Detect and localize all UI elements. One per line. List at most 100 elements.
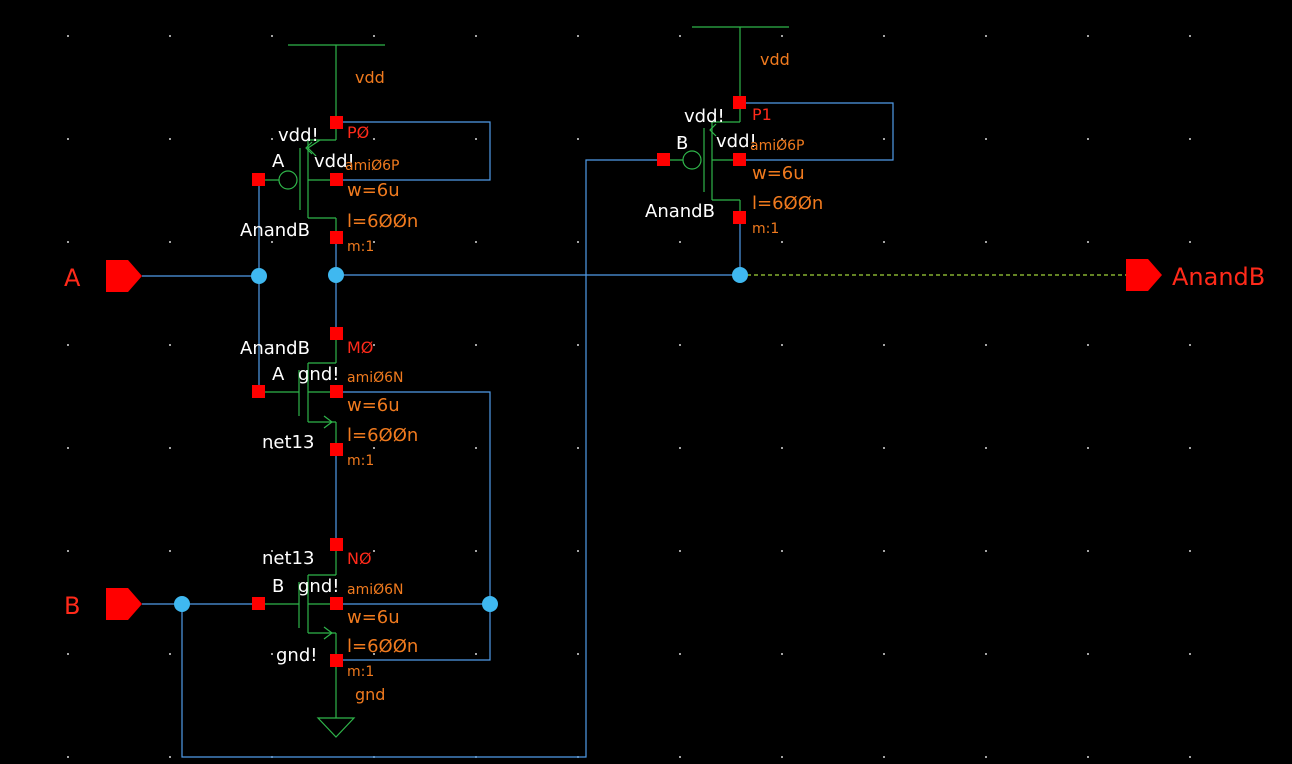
pin-m0-drain[interactable] bbox=[330, 327, 343, 340]
grid-dot bbox=[679, 344, 681, 346]
grid-dot bbox=[475, 653, 477, 655]
n0-source-net: gnd! bbox=[276, 645, 317, 666]
m0-gate-net: A bbox=[272, 364, 285, 385]
grid-dot bbox=[1189, 756, 1191, 758]
pin-p0-source[interactable] bbox=[330, 116, 343, 129]
p1-length: l=6ØØn bbox=[752, 193, 823, 214]
n0-drain-net: net13 bbox=[262, 548, 314, 569]
grid-dot bbox=[169, 344, 171, 346]
grid-dot bbox=[1189, 241, 1191, 243]
grid-dot bbox=[883, 344, 885, 346]
n0-gate-net: B bbox=[272, 576, 284, 597]
nmos-m0-labels: AnandB A gnd! net13 MØ amiØ6N w=6u l=6ØØ… bbox=[240, 338, 418, 469]
grid-dot bbox=[679, 241, 681, 243]
grid-dot bbox=[169, 241, 171, 243]
junction-bulk-gnd[interactable] bbox=[482, 596, 498, 612]
m0-length: l=6ØØn bbox=[347, 425, 418, 446]
grid-dot bbox=[1189, 35, 1191, 37]
vdd-left-label: vdd bbox=[355, 68, 385, 87]
pin-p0-gate[interactable] bbox=[252, 173, 265, 186]
grid-dot bbox=[679, 138, 681, 140]
grid-dot bbox=[1189, 138, 1191, 140]
grid-dot bbox=[781, 35, 783, 37]
grid-dot bbox=[679, 653, 681, 655]
pin-m0-source[interactable] bbox=[330, 443, 343, 456]
grid-dot bbox=[373, 550, 375, 552]
port-a[interactable] bbox=[106, 260, 142, 292]
pin-m0-bulk[interactable] bbox=[330, 385, 343, 398]
pin-p1-source[interactable] bbox=[733, 96, 746, 109]
wire-p0-bulk[interactable] bbox=[336, 121, 491, 181]
grid-dot bbox=[1189, 344, 1191, 346]
p1-width: w=6u bbox=[752, 163, 805, 184]
grid-dot bbox=[373, 35, 375, 37]
grid-dot bbox=[475, 550, 477, 552]
junction-a[interactable] bbox=[251, 268, 267, 284]
vdd-right-label: vdd bbox=[760, 50, 790, 69]
n0-length: l=6ØØn bbox=[347, 636, 418, 657]
nmos-n0-labels: net13 B gnd! gnd! NØ amiØ6N w=6u l=6ØØn … bbox=[262, 548, 418, 680]
p0-width: w=6u bbox=[347, 180, 400, 201]
port-anandb[interactable] bbox=[1126, 259, 1162, 291]
pin-n0-source[interactable] bbox=[330, 654, 343, 667]
grid-dot bbox=[985, 344, 987, 346]
m0-drain-net: AnandB bbox=[240, 338, 310, 359]
grid-dot bbox=[169, 35, 171, 37]
grid-dot bbox=[883, 241, 885, 243]
p0-source-net: vdd! bbox=[278, 125, 319, 146]
wire-n0-source-loop[interactable] bbox=[336, 604, 491, 661]
p1-bulk-net: vdd! bbox=[716, 131, 757, 152]
grid-dot bbox=[67, 447, 69, 449]
grid-dot bbox=[475, 241, 477, 243]
grid-dot bbox=[577, 138, 579, 140]
grid-dot bbox=[577, 241, 579, 243]
junctions bbox=[174, 267, 748, 612]
pin-p1-drain[interactable] bbox=[733, 211, 746, 224]
gnd-symbol bbox=[316, 717, 356, 738]
grid-dot bbox=[679, 756, 681, 758]
grid-dot bbox=[1189, 550, 1191, 552]
grid-dot bbox=[883, 550, 885, 552]
pmos-p1-symbol[interactable] bbox=[663, 103, 741, 218]
pin-n0-gate[interactable] bbox=[252, 597, 265, 610]
junction-output-left[interactable] bbox=[328, 267, 344, 283]
nmos-n0-symbol[interactable] bbox=[259, 545, 337, 660]
grid-dot bbox=[883, 756, 885, 758]
grid-dot bbox=[883, 35, 885, 37]
wire-p1-bulk[interactable] bbox=[740, 102, 894, 161]
grid-dot bbox=[475, 344, 477, 346]
pin-p0-bulk[interactable] bbox=[330, 173, 343, 186]
wire-m0-bulk[interactable] bbox=[336, 391, 491, 604]
pin-m0-gate[interactable] bbox=[252, 385, 265, 398]
grid-dot bbox=[271, 653, 273, 655]
grid-dot bbox=[985, 241, 987, 243]
grid-dot bbox=[577, 35, 579, 37]
pin-p1-bulk[interactable] bbox=[733, 153, 746, 166]
m0-bulk-net: gnd! bbox=[298, 364, 339, 385]
grid-dot bbox=[883, 138, 885, 140]
junction-b[interactable] bbox=[174, 596, 190, 612]
grid-dot bbox=[985, 756, 987, 758]
p0-mult: m:1 bbox=[347, 239, 374, 255]
grid-dot bbox=[985, 138, 987, 140]
port-b-label: B bbox=[64, 592, 80, 620]
wire-gate-b-route[interactable] bbox=[181, 159, 663, 758]
grid-dot bbox=[781, 653, 783, 655]
grid-dot bbox=[373, 447, 375, 449]
m0-model: amiØ6N bbox=[347, 370, 404, 386]
pin-p0-drain[interactable] bbox=[330, 231, 343, 244]
grid-dot bbox=[781, 550, 783, 552]
grid-dot bbox=[1087, 756, 1089, 758]
pin-n0-bulk[interactable] bbox=[330, 597, 343, 610]
grid-dot bbox=[271, 550, 273, 552]
junction-output-right[interactable] bbox=[732, 267, 748, 283]
grid-dot bbox=[1087, 447, 1089, 449]
grid-dot bbox=[781, 756, 783, 758]
pin-p1-gate[interactable] bbox=[657, 153, 670, 166]
grid-dot bbox=[781, 138, 783, 140]
grid-dot bbox=[883, 653, 885, 655]
port-b[interactable] bbox=[106, 588, 142, 620]
pin-n0-drain[interactable] bbox=[330, 538, 343, 551]
grid-dot bbox=[1087, 35, 1089, 37]
